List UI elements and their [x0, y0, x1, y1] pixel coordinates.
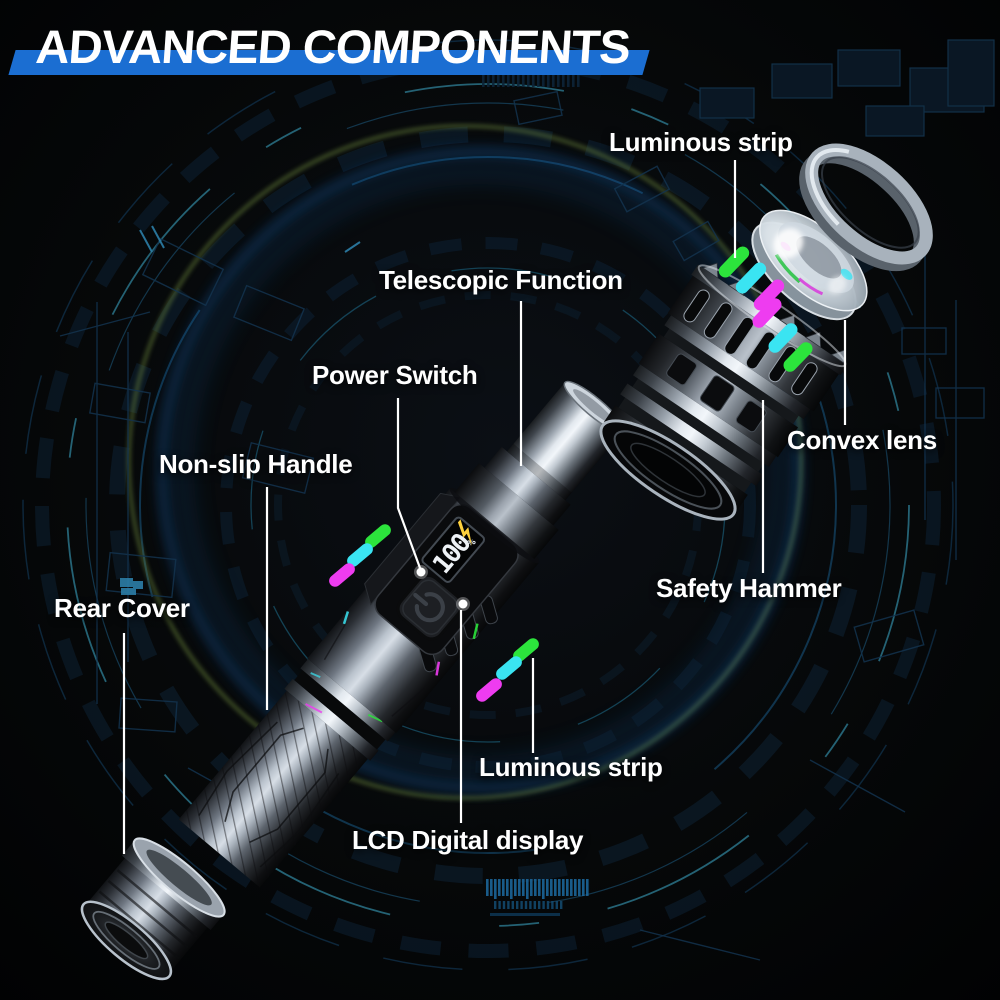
- head-crown-slots: [683, 289, 818, 396]
- luminous-strip-mid-pills: [329, 524, 391, 587]
- callout-lines: [122, 160, 847, 854]
- callout-dots: [414, 565, 470, 611]
- flashlight-body: 100 %: [178, 380, 625, 888]
- label-telescopic-function: Telescopic Function: [379, 265, 623, 295]
- bezel-ring-part: [799, 143, 933, 272]
- power-icon: [413, 592, 445, 623]
- label-lcd-digital-display: LCD Digital display: [352, 825, 584, 855]
- label-safety-hammer: Safety Hammer: [656, 573, 842, 603]
- power-switch-dot: [416, 567, 426, 577]
- label-non-slip-handle: Non-slip Handle: [159, 449, 353, 479]
- luminous-strip-top-pills: [718, 246, 813, 372]
- lightning-bolt-icon: [457, 519, 473, 547]
- callout-line-power-switch: [396, 398, 422, 569]
- page-title: ADVANCED COMPONENTS: [34, 20, 632, 73]
- circuit-decor: [59, 39, 995, 961]
- label-luminous-strip-top: Luminous strip: [609, 127, 793, 157]
- rear-cover-part: [80, 837, 226, 981]
- convex-lens-part: [751, 209, 868, 321]
- label-luminous-strip-bottom: Luminous strip: [479, 752, 663, 782]
- power-switch-button[interactable]: [393, 571, 466, 644]
- label-convex-lens: Convex lens: [787, 425, 937, 455]
- label-rear-cover: Rear Cover: [54, 593, 190, 623]
- banner-back-bars: [482, 74, 580, 87]
- luminous-strip-bottom-pills: [476, 638, 539, 702]
- lcd-display-dot: [458, 599, 468, 609]
- label-power-switch: Power Switch: [312, 360, 478, 390]
- flashlight-head-part: [599, 262, 848, 521]
- barcode-bars: [486, 879, 589, 916]
